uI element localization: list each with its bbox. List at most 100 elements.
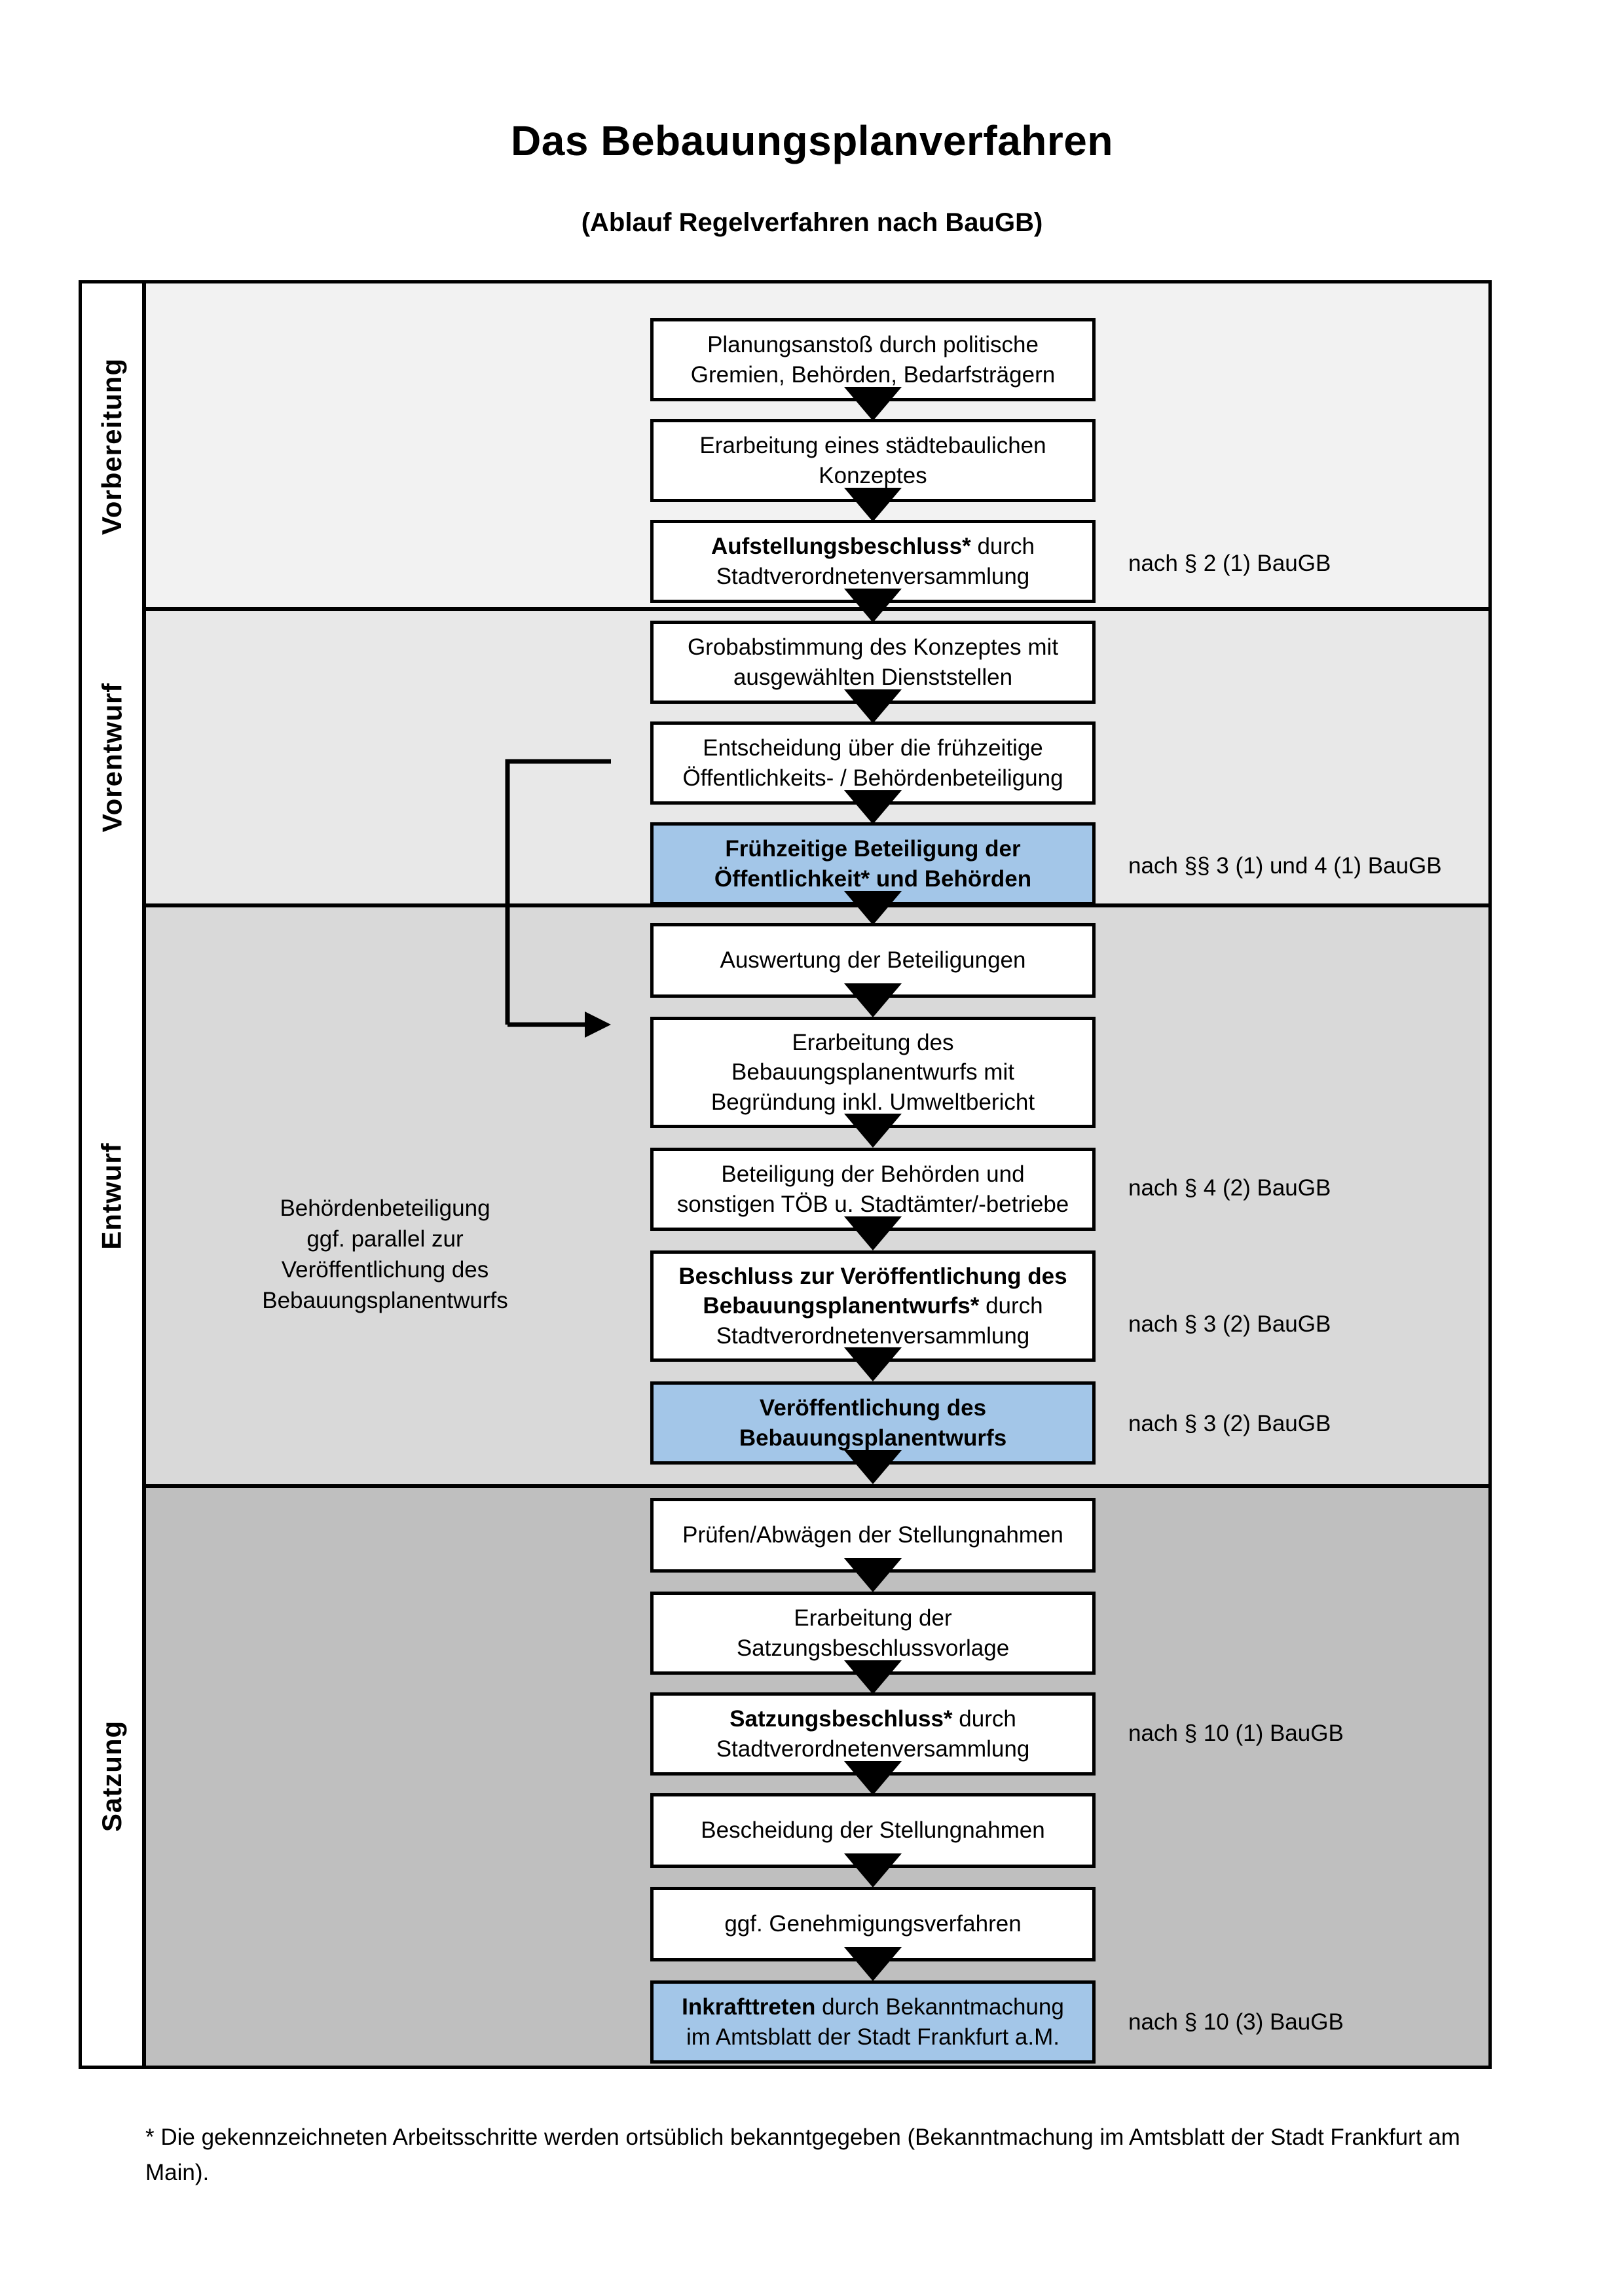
- flow-arrow-down-icon: [844, 1450, 902, 1484]
- phase-label-text: Entwurf: [96, 1142, 127, 1250]
- phase-label-satzung: Satzung: [82, 1486, 142, 2066]
- node-line: Frühzeitige Beteiligung der: [725, 836, 1021, 862]
- node-line: Konzeptes: [819, 462, 927, 488]
- node-line: Öffentlichkeit* und Behörden: [714, 866, 1032, 892]
- footnote: * Die gekennzeichneten Arbeitsschritte w…: [145, 2124, 1460, 2186]
- node-line: Inkrafttreten durch Bekanntmachung: [682, 1994, 1064, 2020]
- phase-label-vorbereitung: Vorbereitung: [82, 283, 142, 609]
- page-subtitle: (Ablauf Regelverfahren nach BauGB): [581, 208, 1043, 237]
- node-line: Aufstellungsbeschluss* durch: [710, 534, 1035, 559]
- node-line: Veröffentlichung des: [759, 1395, 987, 1421]
- legal-note-par4-2: nach § 4 (2) BauGB: [1128, 1175, 1331, 1201]
- node-line: Gremien, Behörden, Bedarfsträgern: [690, 361, 1056, 388]
- node-line: Erarbeitung eines städtebaulichen: [699, 433, 1046, 458]
- node-line: Öffentlichkeits- / Behördenbeteiligung: [682, 765, 1063, 791]
- phase-column-divider: [142, 283, 146, 2066]
- node-line: ausgewählten Dienststellen: [733, 664, 1013, 690]
- phase-divider-vorentwurf: [82, 607, 1488, 611]
- node-line: Satzungsbeschluss* durch: [729, 1706, 1016, 1732]
- flow-arrow-down-icon: [844, 1558, 902, 1592]
- flow-node-inkrafttreten[interactable]: Inkrafttreten durch Bekanntmachung im Amt…: [650, 1980, 1096, 2064]
- flow-node-pruefen-abwaegen[interactable]: Prüfen/Abwägen der Stellungnahmen: [650, 1498, 1096, 1573]
- phase-divider-entwurf: [82, 903, 1488, 907]
- flow-arrow-down-icon: [844, 1947, 902, 1981]
- parallel-note-line: Veröffentlichung des: [281, 1256, 489, 1283]
- node-line: Bescheidung der Stellungnahmen: [701, 1817, 1045, 1844]
- flow-node-label: ggf. Genehmigungsverfahren: [724, 1909, 1021, 1939]
- flow-arrow-down-icon: [844, 891, 902, 925]
- legal-note-par10-1: nach § 10 (1) BauGB: [1128, 1721, 1344, 1746]
- page-title: Das Bebauungsplanverfahren: [511, 117, 1113, 164]
- flow-node-label: Beteiligung der Behörden und sonstigen TÖ…: [677, 1159, 1069, 1219]
- legal-note-par3-2a: nach § 3 (2) BauGB: [1128, 1311, 1331, 1337]
- flow-node-bescheidung[interactable]: Bescheidung der Stellungnahmen: [650, 1793, 1096, 1868]
- flow-node-label: Inkrafttreten durch Bekanntmachung im Amt…: [682, 1992, 1064, 2052]
- flow-arrow-down-icon: [844, 983, 902, 1017]
- flow-arrow-down-icon: [844, 387, 902, 421]
- node-line: ggf. Genehmigungsverfahren: [724, 1911, 1022, 1937]
- legal-note-par10-3: nach § 10 (3) BauGB: [1128, 2009, 1344, 2035]
- flow-arrow-down-icon: [844, 1216, 902, 1250]
- node-line: Bebauungsplanentwurfs: [739, 1425, 1007, 1451]
- flow-arrow-down-icon: [844, 1347, 902, 1381]
- node-line: sonstigen TÖB u. Stadtämter/-betriebe: [676, 1191, 1069, 1217]
- node-line: Beteiligung der Behörden und: [721, 1161, 1025, 1187]
- flow-node-label: Auswertung der Beteiligungen: [720, 945, 1026, 975]
- parallel-bracket-connector: [505, 759, 611, 1038]
- node-line: Erarbeitung der: [794, 1605, 952, 1631]
- phase-label-text: Vorentwurf: [96, 682, 127, 832]
- phase-label-entwurf: Entwurf: [82, 905, 142, 1486]
- node-line: Satzungsbeschlussvorlage: [736, 1635, 1010, 1661]
- node-line: Beschluss zur Veröffentlichung des: [678, 1263, 1067, 1289]
- node-line: Bebauungsplanentwurfs mit: [731, 1059, 1014, 1085]
- flow-arrow-down-icon: [844, 1660, 902, 1694]
- flow-arrow-down-icon: [844, 689, 902, 723]
- parallel-note-line: ggf. parallel zur: [306, 1226, 464, 1252]
- node-line: Prüfen/Abwägen der Stellungnahmen: [682, 1522, 1063, 1548]
- phase-label-text: Vorbereitung: [96, 357, 128, 535]
- phase-label-text: Satzung: [96, 1720, 128, 1832]
- flow-arrow-down-icon: [844, 790, 902, 824]
- node-line: Planungsanstoß durch politische: [707, 332, 1039, 357]
- flow-node-label: Prüfen/Abwägen der Stellungnahmen: [682, 1520, 1063, 1550]
- node-line: Entscheidung über die frühzeitige: [703, 735, 1043, 761]
- flow-node-beteiligung-behoerden[interactable]: Beteiligung der Behörden und sonstigen TÖ…: [650, 1148, 1096, 1231]
- phase-label-vorentwurf: Vorentwurf: [82, 609, 142, 905]
- node-line: Bebauungsplanentwurfs* durch: [703, 1293, 1043, 1319]
- legal-note-par3-4: nach §§ 3 (1) und 4 (1) BauGB: [1128, 853, 1442, 879]
- legal-note-par3-2b: nach § 3 (2) BauGB: [1128, 1411, 1331, 1436]
- node-line: Stadtverordnetenversammlung: [716, 1736, 1030, 1762]
- node-line: Stadtverordnetenversammlung: [716, 563, 1030, 589]
- parallel-note-line: Bebauungsplanentwurfs: [262, 1287, 508, 1313]
- phase-divider-satzung: [82, 1484, 1488, 1488]
- node-line: Begründung inkl. Umweltbericht: [710, 1089, 1035, 1115]
- node-line: im Amtsblatt der Stadt Frankfurt a.M.: [686, 2024, 1060, 2050]
- flow-node-label: Bescheidung der Stellungnahmen: [701, 1815, 1044, 1846]
- flow-arrow-down-icon: [844, 488, 902, 522]
- node-line: Erarbeitung des: [792, 1029, 954, 1055]
- flow-arrow-down-icon: [844, 1114, 902, 1148]
- node-line: Stadtverordnetenversammlung: [716, 1322, 1030, 1349]
- parallel-note-line: Behördenbeteiligung: [280, 1195, 490, 1221]
- node-line: Auswertung der Beteiligungen: [720, 947, 1026, 974]
- legal-note-par2: nach § 2 (1) BauGB: [1128, 551, 1331, 576]
- node-line: Grobabstimmung des Konzeptes mit: [687, 634, 1059, 660]
- phase-band-satzung: [146, 1486, 1488, 2066]
- flow-arrow-down-icon: [844, 1853, 902, 1887]
